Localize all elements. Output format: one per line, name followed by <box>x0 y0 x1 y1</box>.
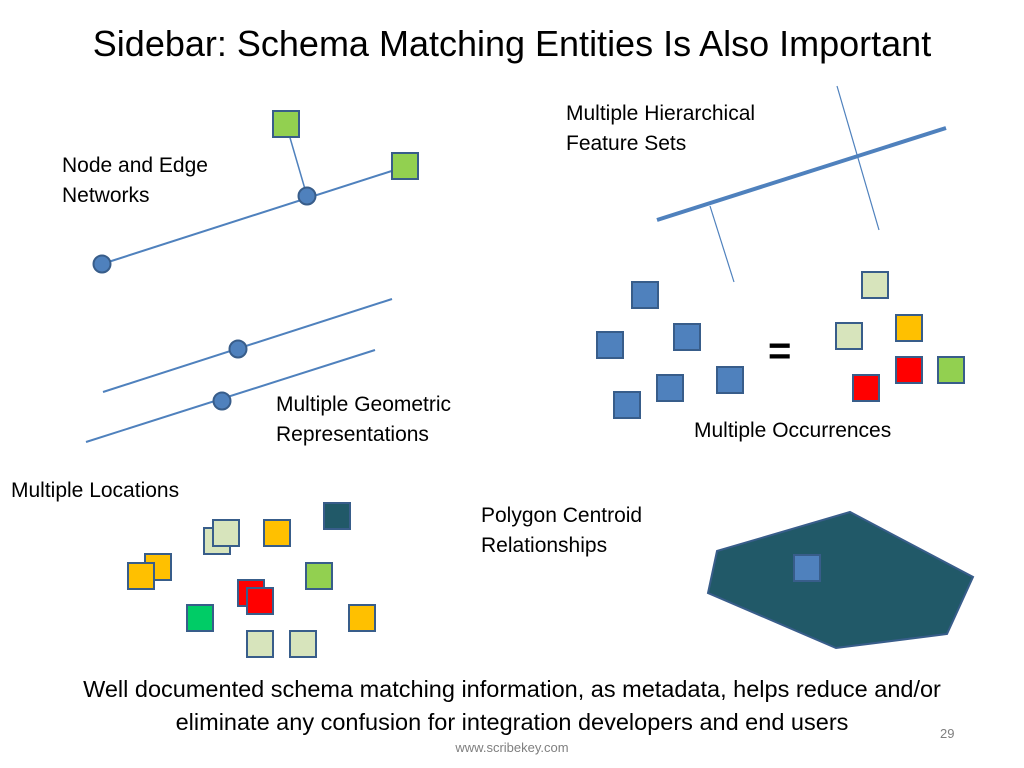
node-edge-network <box>92 110 419 274</box>
orange-square <box>348 604 376 632</box>
centroid-square <box>793 554 821 582</box>
geometry-node <box>212 391 232 411</box>
blue-square <box>716 366 744 394</box>
label-hierarchical-feature-sets: Multiple Hierarchical Feature Sets <box>566 102 756 155</box>
blue-square <box>631 281 659 309</box>
label-node-edge-networks: Node and Edge Networks <box>62 154 208 207</box>
label-multiple-occurrences: Multiple Occurrences <box>694 419 892 442</box>
hierarchical-feature-sets <box>656 85 947 283</box>
blue-square <box>656 374 684 402</box>
label-geometric-representations: Multiple Geometric Representations <box>276 393 452 446</box>
hierarchy-cross-line <box>836 85 880 231</box>
dark-teal-square <box>323 502 351 530</box>
polygon-centroid <box>706 510 975 650</box>
red-square <box>895 356 923 384</box>
red-square <box>246 587 274 615</box>
source-url: www.scribekey.com <box>455 740 569 755</box>
occurrences-colored-group <box>835 271 965 402</box>
geometry-line <box>85 349 376 443</box>
network-node <box>297 186 317 206</box>
green-square <box>305 562 333 590</box>
geometric-representations <box>85 298 393 443</box>
slide-title: Sidebar: Schema Matching Entities Is Als… <box>92 23 932 64</box>
pale-square <box>212 519 240 547</box>
orange-square <box>895 314 923 342</box>
occurrences-blue-group <box>596 281 744 419</box>
pale-square <box>289 630 317 658</box>
bright-green-square <box>186 604 214 632</box>
blue-square <box>613 391 641 419</box>
network-green-square <box>391 152 419 180</box>
network-edge <box>101 166 405 265</box>
pale-square <box>835 322 863 350</box>
geometry-node <box>228 339 248 359</box>
network-node <box>92 254 112 274</box>
pale-square <box>861 271 889 299</box>
polygon-shape <box>706 510 975 650</box>
blue-square <box>596 331 624 359</box>
label-multiple-locations: Multiple Locations <box>11 479 180 502</box>
footer-message: Well documented schema matching informat… <box>83 676 941 735</box>
red-square <box>852 374 880 402</box>
equals-sign: = <box>768 329 792 373</box>
orange-square <box>127 562 155 590</box>
pale-square <box>246 630 274 658</box>
network-green-square <box>272 110 300 138</box>
geometry-line <box>102 298 393 393</box>
hierarchy-main-line <box>656 126 947 222</box>
blue-square <box>673 323 701 351</box>
green-square <box>937 356 965 384</box>
label-polygon-centroid: Polygon Centroid Relationships <box>481 504 643 557</box>
page-number: 29 <box>940 726 955 741</box>
multiple-locations <box>127 502 376 658</box>
orange-square <box>263 519 291 547</box>
hierarchy-cross-line <box>709 205 735 283</box>
